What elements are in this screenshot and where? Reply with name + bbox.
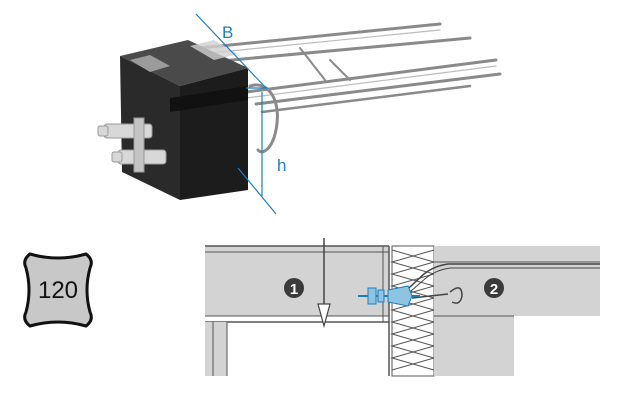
load-arrow: [317, 238, 331, 329]
height-dimension-line: [237, 167, 277, 215]
rebar-group: [198, 22, 502, 154]
section-diagram: 1 2: [205, 238, 600, 377]
marker-2-label: 2: [490, 281, 498, 298]
lower-column: [205, 322, 227, 376]
width-dimension-label: B: [222, 23, 233, 42]
fire-rating-value: 120: [38, 277, 78, 304]
anchor-cone: [387, 285, 413, 307]
fire-rating-badge: 120: [23, 252, 93, 328]
bolt-nut: [367, 287, 377, 305]
hook-rebar: [449, 287, 463, 304]
marker-1: 1: [284, 278, 304, 298]
floor-slab: [434, 246, 600, 316]
badge-shape: [23, 252, 93, 328]
bolt-fixings: [97, 117, 167, 173]
marker-1-label: 1: [290, 281, 298, 298]
dimension-lines: [195, 13, 277, 215]
wall-below: [434, 316, 514, 376]
width-dimension-line: [195, 13, 267, 89]
product-photo: B h: [97, 13, 502, 215]
height-dimension-label: h: [277, 156, 286, 175]
anchor-element: [358, 285, 420, 307]
tension-rebar: [395, 263, 600, 301]
marker-2: 2: [484, 278, 504, 298]
